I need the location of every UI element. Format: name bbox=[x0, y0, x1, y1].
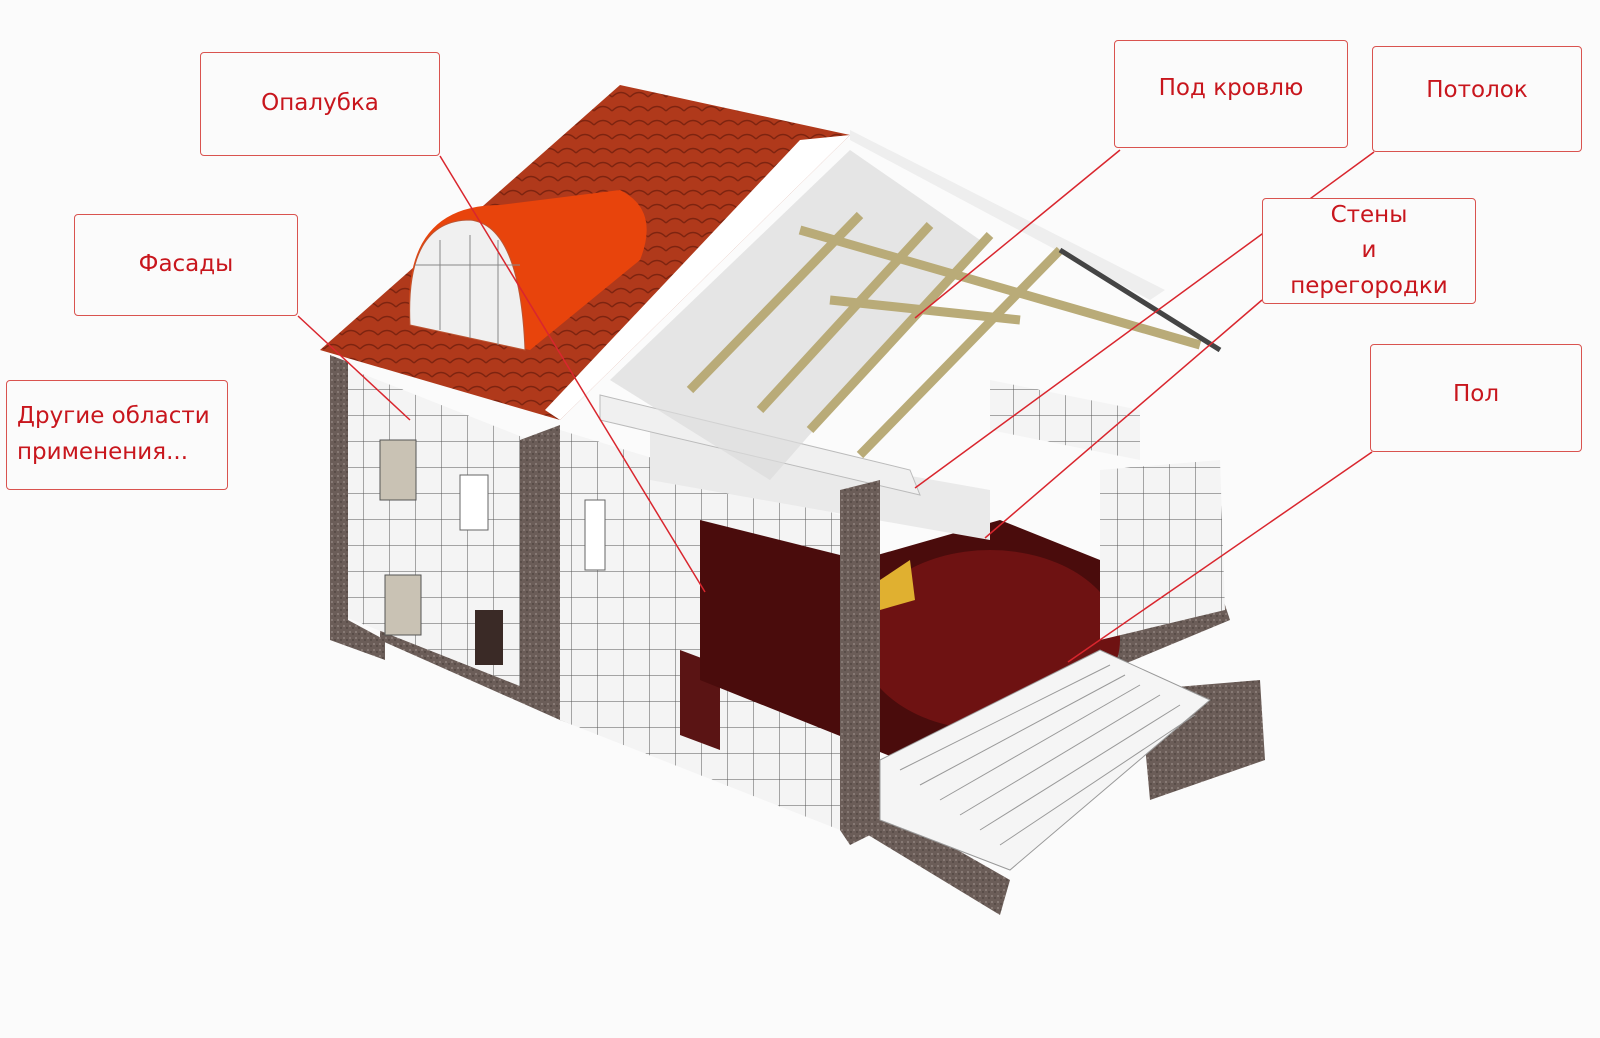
callout-walls-line1: Стены bbox=[1330, 201, 1408, 228]
left-wall bbox=[330, 355, 560, 710]
leader-walls bbox=[984, 299, 1263, 539]
leader-under-roof bbox=[914, 149, 1121, 319]
callout-walls-line2: и bbox=[1361, 237, 1377, 264]
leader-floor bbox=[1067, 451, 1373, 663]
callout-other-line2: применения... bbox=[17, 439, 189, 465]
dormer-window bbox=[409, 190, 647, 351]
leader-facades bbox=[297, 315, 411, 421]
callout-other-uses: Другие области применения... bbox=[6, 380, 228, 490]
stairs bbox=[879, 649, 1211, 871]
callout-under-roof: Под кровлю bbox=[1114, 40, 1348, 148]
callout-formwork: Опалубка bbox=[200, 52, 440, 156]
callout-walls-line3: перегородки bbox=[1290, 272, 1448, 299]
leader-formwork bbox=[439, 155, 706, 593]
callout-ceiling: Потолок bbox=[1372, 46, 1582, 152]
callout-floor: Пол bbox=[1370, 344, 1582, 452]
callout-facades: Фасады bbox=[74, 214, 298, 316]
callout-other-line1: Другие области bbox=[17, 403, 210, 430]
callout-walls: Стены и перегородки bbox=[1262, 198, 1476, 304]
